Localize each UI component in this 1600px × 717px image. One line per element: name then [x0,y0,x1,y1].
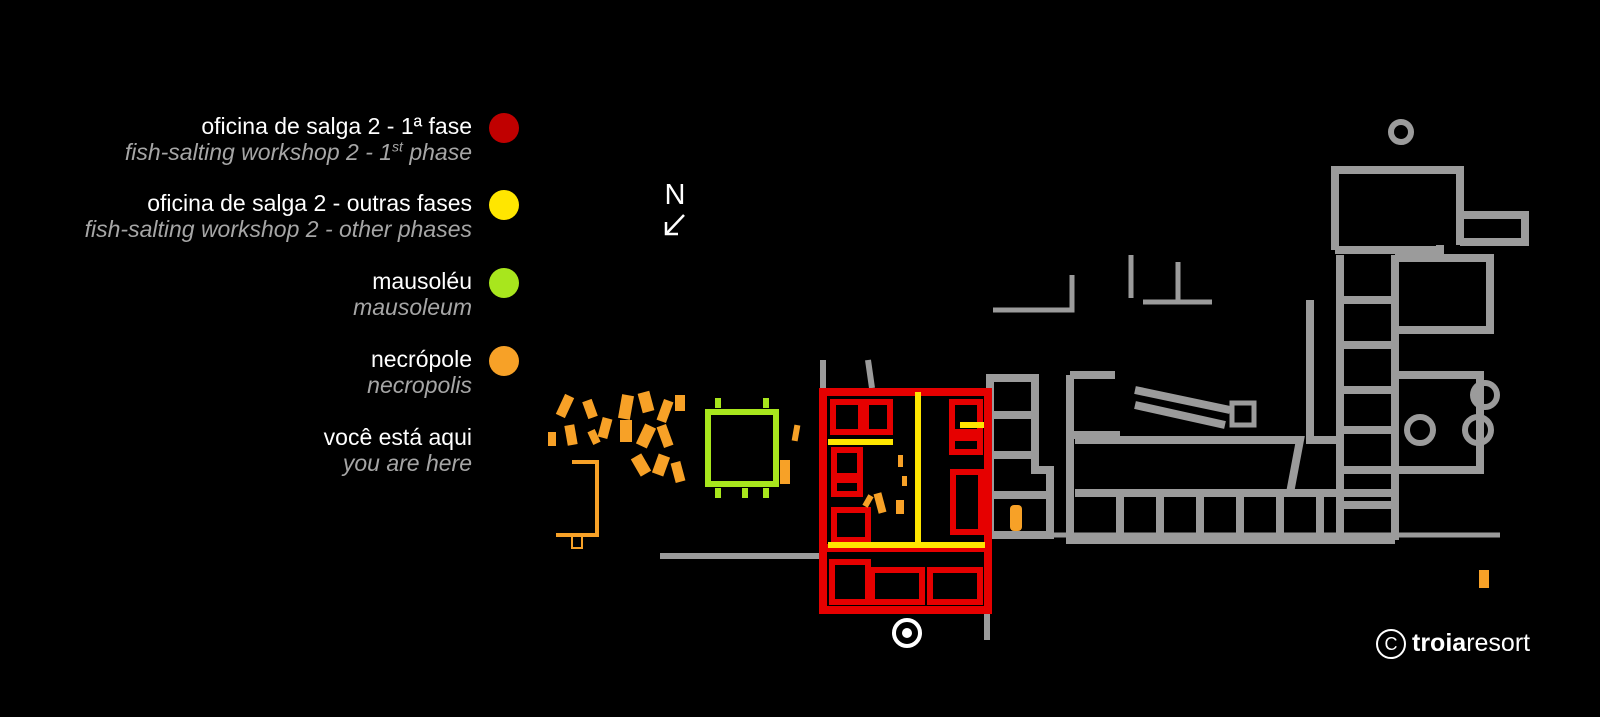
compass-label: N [664,179,686,211]
legend-label-pt: necrópole [370,346,472,372]
north-arrow-icon [664,214,685,236]
legend-swatch-other-phases [489,190,519,220]
brand-name-part1: troia [1412,629,1467,657]
legend: oficina de salga 2 - 1ª fase fish-saltin… [0,0,520,480]
legend-label-pt: oficina de salga 2 - 1ª fase [201,113,472,139]
necropolis-graves [548,390,1489,588]
necropolis-enclosure [556,460,599,549]
legend-label-en: you are here [342,450,472,476]
brand-name-part2: resort [1466,629,1531,657]
legend-label-pt: oficina de salga 2 - outras fases [147,190,472,216]
legend-label-pt: você está aqui [323,424,472,450]
ruins-gray [660,119,1529,640]
legend-item-necropolis: necrópole necropolis [367,346,472,398]
mausoleum [705,398,779,498]
legend-label-pt: mausoléu [372,268,472,294]
legend-item-other-phases: oficina de salga 2 - outras fases fish-s… [85,190,472,242]
workshop-other-phases [828,392,985,548]
compass: N [662,180,688,238]
legend-label-en: fish-salting workshop 2 - 1st phase [124,138,472,165]
you-are-here-marker [892,618,922,648]
legend-item-mausoleum: mausoléu mausoleum [353,268,472,320]
legend-swatch-phase1 [489,113,519,143]
legend-swatch-mausoleum [489,268,519,298]
legend-item-phase1: oficina de salga 2 - 1ª fase fish-saltin… [125,113,472,165]
legend-label-en: necropolis [367,372,472,398]
legend-item-you-are-here: você está aqui you are here [324,424,472,476]
legend-label-en: mausoleum [353,294,472,320]
legend-label-en: fish-salting workshop 2 - other phases [84,216,472,242]
legend-swatch-necropolis [489,346,519,376]
copyright-icon: C [1376,629,1406,660]
